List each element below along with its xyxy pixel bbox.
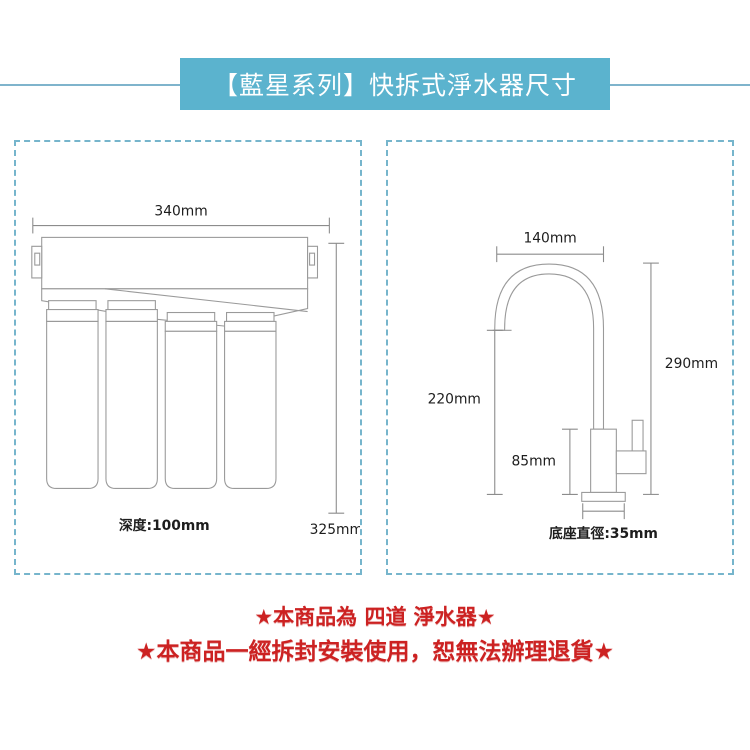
- dimension-width-340mm: 340mm: [32, 204, 330, 234]
- cartridge-3: [164, 311, 218, 490]
- filter-housing-drawing: 340mm: [31, 204, 360, 538]
- dimension-body-height-85mm: 85mm: [511, 428, 578, 495]
- notice-line-product-type: ★本商品為 四道 淨水器★: [254, 605, 496, 629]
- dimension-label-spout-height: 220mm: [428, 391, 481, 407]
- notice-area: ★本商品為 四道 淨水器★ ★本商品一經拆封安裝使用，恕無法辦理退貨★: [0, 600, 750, 670]
- notice-line-return-policy: ★本商品一經拆封安裝使用，恕無法辦理退貨★: [135, 639, 615, 665]
- dimension-spout-height-220mm: 220mm: [428, 329, 503, 495]
- dimension-height-325mm: 325mm: [310, 242, 360, 538]
- dimension-reach-140mm: 140mm: [496, 230, 605, 263]
- dimension-label-reach: 140mm: [523, 230, 576, 246]
- cartridge-1: [46, 300, 99, 490]
- faucet-body: [581, 428, 626, 502]
- dimension-label-depth: 深度:100mm: [119, 517, 210, 534]
- header-rule-right: [610, 84, 750, 86]
- header-rule-left: [0, 84, 182, 86]
- header-banner: 【藍星系列】快拆式淨水器尺寸: [180, 58, 610, 110]
- panel-faucet: 140mm 290mm 220mm: [386, 140, 734, 575]
- dimension-label-width: 340mm: [154, 204, 207, 220]
- dimension-total-height-290mm: 290mm: [643, 262, 718, 495]
- dimension-base-diameter-35mm: 底座直徑:35mm: [549, 503, 658, 542]
- filter-cartridges: [46, 300, 277, 490]
- dimension-label-base-diameter: 底座直徑:35mm: [549, 525, 658, 542]
- cartridge-2: [105, 300, 158, 490]
- faucet-handle: [615, 419, 647, 475]
- dimension-label-height: 325mm: [310, 522, 360, 538]
- cartridge-4: [224, 311, 277, 490]
- page-title: 【藍星系列】快拆式淨水器尺寸: [212, 71, 577, 100]
- dimension-label-total-height: 290mm: [665, 356, 718, 372]
- faucet-gooseneck: [492, 263, 605, 430]
- header-banner-area: 【藍星系列】快拆式淨水器尺寸: [0, 50, 750, 120]
- dimension-label-body-height: 85mm: [511, 454, 556, 470]
- panel-filter-housing: 340mm: [14, 140, 362, 575]
- faucet-drawing: 140mm 290mm 220mm: [428, 230, 719, 542]
- filter-bracket: [31, 236, 319, 327]
